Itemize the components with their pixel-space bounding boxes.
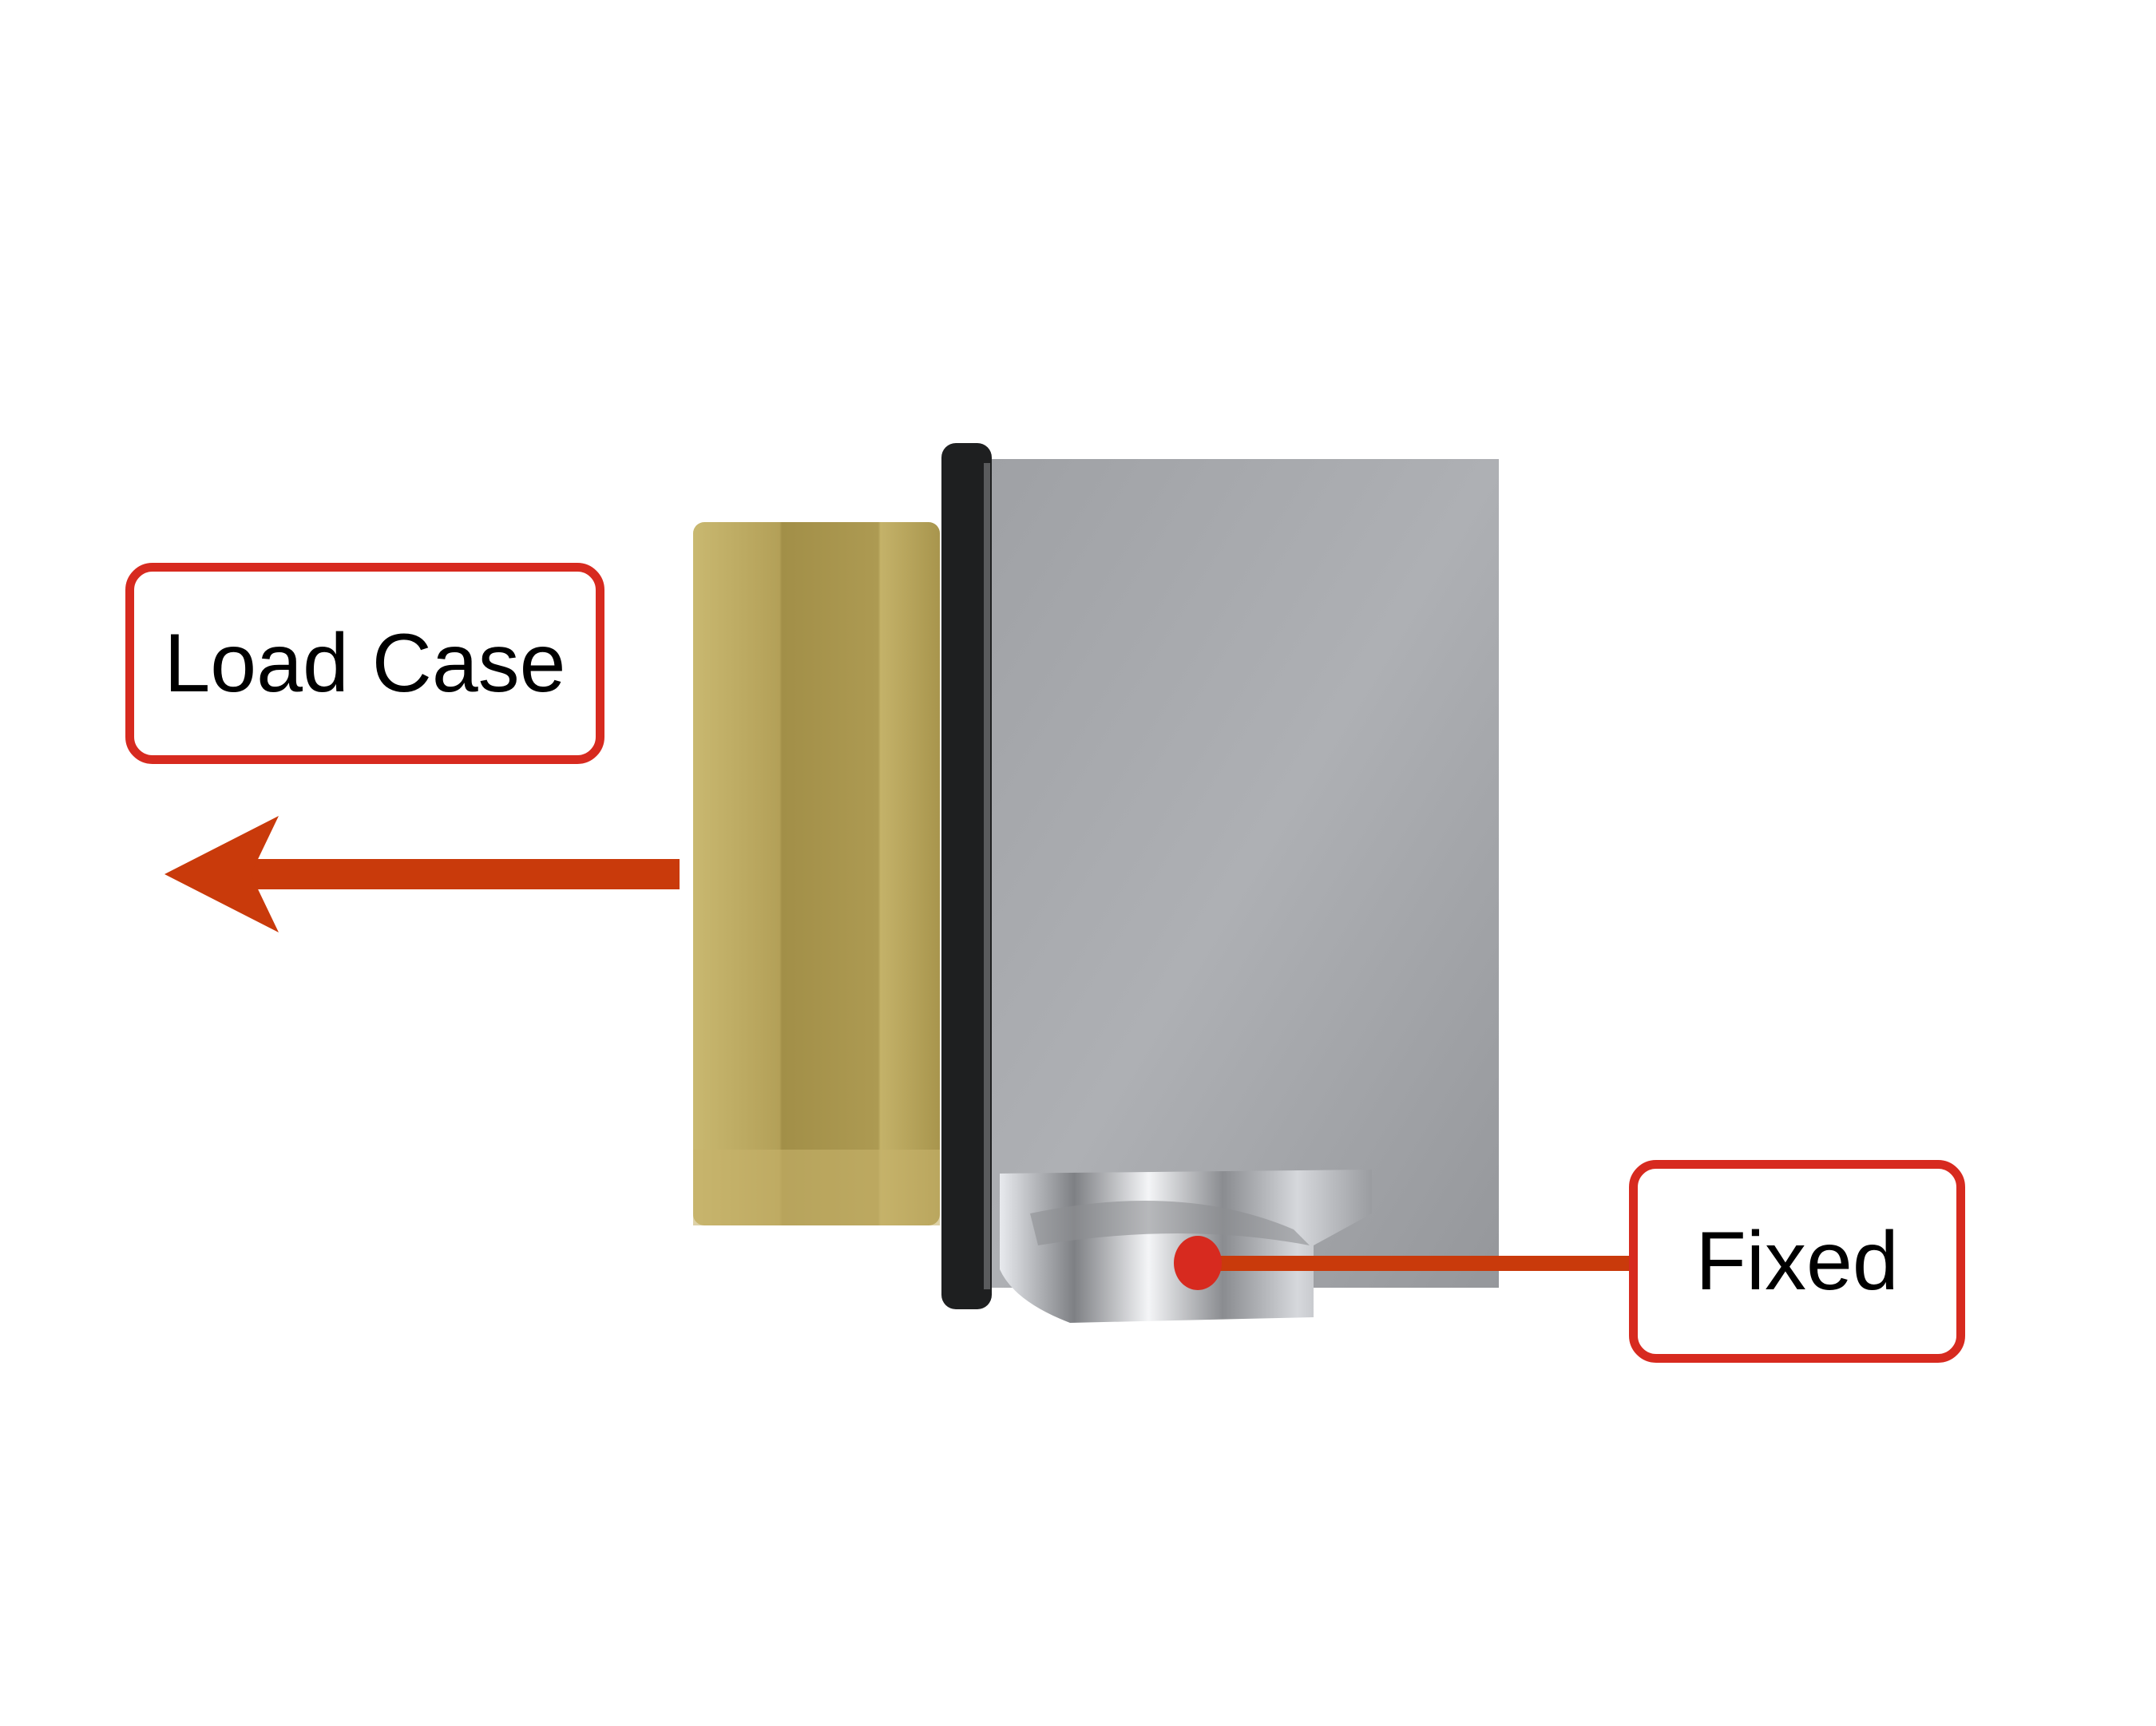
load-case-label: Load Case [125, 563, 604, 764]
fixed-label: Fixed [1629, 1160, 1965, 1363]
fixed-text: Fixed [1695, 1214, 1899, 1308]
load-arrow [164, 816, 680, 932]
sealing-ring [941, 443, 992, 1309]
fixed-point-marker [1174, 1236, 1222, 1290]
aluminum-block [992, 459, 1499, 1288]
load-case-text: Load Case [164, 616, 566, 710]
fixed-leader [1174, 1236, 1633, 1290]
brass-part [693, 522, 940, 1225]
